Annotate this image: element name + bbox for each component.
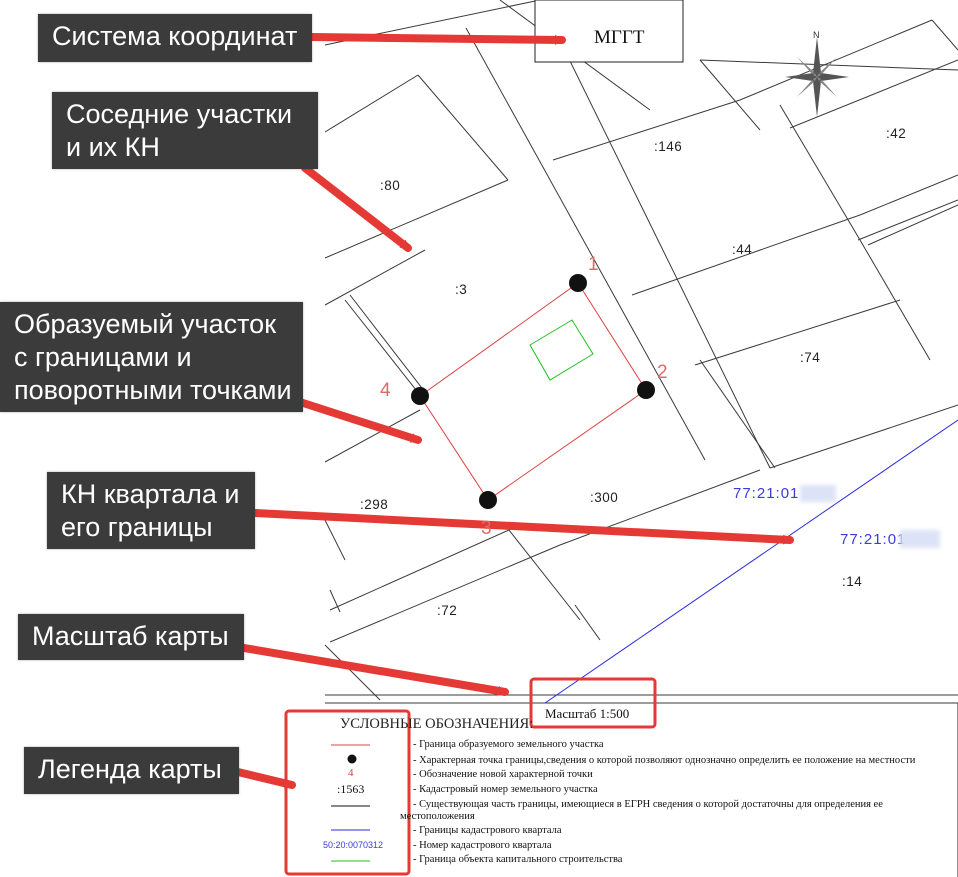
redacted-area xyxy=(800,485,836,502)
turning-point-1 xyxy=(569,274,587,292)
callout-text: Соседние участки xyxy=(66,99,293,129)
callout-formed-parcel: Образуемый участок с границами и поворот… xyxy=(0,302,303,412)
legend-item: - Существующая часть границы, имеющиеся … xyxy=(413,799,883,810)
lot-label: :14 xyxy=(842,574,863,589)
callout-text: его границы xyxy=(61,512,213,542)
legend-title: УСЛОВНЫЕ ОБОЗНАЧЕНИЯ: xyxy=(340,716,534,732)
lot-label: :72 xyxy=(437,603,458,618)
turning-point-2 xyxy=(637,381,655,399)
point-number: 4 xyxy=(380,380,391,401)
callout-text: поворотными точками xyxy=(14,375,292,405)
callout-neighbors: Соседние участки и их КН xyxy=(52,92,318,169)
turning-point-4 xyxy=(411,387,429,405)
callout-scale: Масштаб карты xyxy=(18,614,244,660)
lot-label: :300 xyxy=(590,490,619,505)
callout-quarter: КН квартала и его границы xyxy=(47,472,255,549)
lot-label: :80 xyxy=(380,178,401,193)
lot-label: :298 xyxy=(360,497,389,512)
compass-rose-icon xyxy=(785,37,849,117)
formed-parcel-boundary xyxy=(419,282,647,501)
lot-label: :42 xyxy=(886,126,907,141)
legend-sample-point xyxy=(347,754,357,764)
callout-text: КН квартала и xyxy=(61,479,240,509)
callout-text: Масштаб карты xyxy=(32,621,229,651)
callout-text: и их КН xyxy=(66,132,160,162)
legend-highlight xyxy=(284,709,411,876)
scale-highlight xyxy=(529,677,657,729)
callout-coord-system: Система координат xyxy=(38,14,312,62)
legend-item: - Обозначение новой характерной точки xyxy=(413,769,593,780)
quarter-boundary xyxy=(544,419,958,704)
legend-item: - Кадастровый номер земельного участка xyxy=(413,784,598,795)
scale-label: Масштаб 1:500 xyxy=(545,706,630,721)
redacted-area xyxy=(900,530,940,548)
legend-lot-kn: :1563 xyxy=(337,782,365,796)
neighbor-parcel-lines xyxy=(324,0,958,704)
legend-item: - Границы кадастрового квартала xyxy=(413,825,562,836)
lot-label: :44 xyxy=(732,242,753,257)
turning-point-3 xyxy=(479,491,497,509)
lot-label: :3 xyxy=(455,282,468,297)
callout-text: с границами и xyxy=(14,342,192,372)
legend-item: - Граница объекта капитального строитель… xyxy=(413,854,623,865)
point-number: 1 xyxy=(588,254,599,275)
coord-system-label: МГГТ xyxy=(594,27,645,48)
legend-item: местоположения xyxy=(400,811,475,822)
quarter-kn-label: 77:21:01 xyxy=(840,531,907,548)
compass-n-label: N xyxy=(813,30,820,40)
legend-quarter-kn: 50:20:0070312 xyxy=(323,840,384,850)
callout-text: Образуемый участок xyxy=(14,309,277,339)
quarter-kn-label: 77:21:01 xyxy=(733,485,800,502)
legend-item: - Характерная точка границы,сведения о к… xyxy=(413,755,916,766)
callout-legend: Легенда карты xyxy=(24,747,239,794)
callout-text: Легенда карты xyxy=(38,754,222,784)
lot-label: :146 xyxy=(654,139,683,154)
callout-arrows xyxy=(234,33,794,789)
building-outline xyxy=(529,319,594,381)
legend-point-number: 4 xyxy=(348,767,354,779)
legend-item: - Граница образуемого земельного участка xyxy=(413,739,604,750)
coord-system-box xyxy=(534,0,684,63)
legend-item: - Номер кадастрового квартала xyxy=(413,840,552,851)
lot-label: :74 xyxy=(800,350,821,365)
point-number: 2 xyxy=(657,362,668,383)
point-number: 3 xyxy=(481,518,492,539)
callout-text: Система координат xyxy=(52,21,298,51)
